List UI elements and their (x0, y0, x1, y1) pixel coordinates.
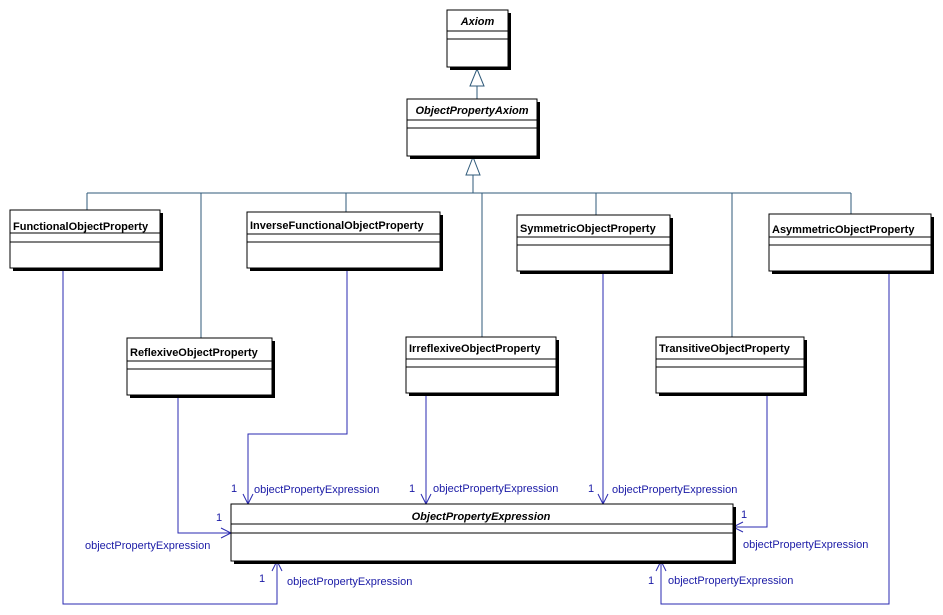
class-name: TransitiveObjectProperty (659, 343, 791, 355)
class-asymmetric-object-property[interactable]: AsymmetricObjectProperty (768, 213, 934, 274)
class-name: FunctionalObjectProperty (13, 221, 149, 233)
multiplicity-label: 1 (648, 575, 654, 587)
class-symmetric-object-property[interactable]: SymmetricObjectProperty (516, 214, 673, 274)
class-axiom[interactable]: Axiom (446, 9, 511, 70)
role-name-label: objectPropertyExpression (85, 540, 210, 552)
role-name-label: objectPropertyExpression (433, 483, 558, 495)
multiplicity-label: 1 (231, 483, 237, 495)
class-transitive-object-property[interactable]: TransitiveObjectProperty (655, 336, 807, 396)
multiplicity-label: 1 (588, 483, 594, 495)
role-name-label: objectPropertyExpression (743, 539, 868, 551)
class-reflexive-object-property[interactable]: ReflexiveObjectProperty (126, 337, 275, 398)
class-irreflexive-object-property[interactable]: IrreflexiveObjectProperty (405, 336, 559, 396)
class-object-property-axiom[interactable]: ObjectPropertyAxiom (406, 98, 540, 159)
multiplicity-label: 1 (741, 509, 747, 521)
generalization-edges (86, 67, 852, 338)
class-object-property-expression[interactable]: ObjectPropertyExpression (230, 503, 736, 564)
multiplicity-label: 1 (216, 512, 222, 524)
generalization-arrowhead (465, 155, 481, 176)
class-functional-object-property[interactable]: FunctionalObjectProperty (9, 209, 163, 271)
generalization-arrowhead (469, 67, 485, 87)
role-name-label: objectPropertyExpression (612, 484, 737, 496)
association-edges (62, 270, 890, 605)
multiplicity-label: 1 (409, 483, 415, 495)
class-name: ObjectPropertyExpression (412, 511, 551, 523)
class-name: ReflexiveObjectProperty (130, 347, 259, 359)
class-name: SymmetricObjectProperty (520, 223, 657, 235)
role-name-label: objectPropertyExpression (254, 484, 379, 496)
class-name: Axiom (460, 16, 495, 28)
class-name: InverseFunctionalObjectProperty (250, 220, 424, 232)
class-name: IrreflexiveObjectProperty (409, 343, 541, 355)
association-labels: 1 objectPropertyExpression 1 objectPrope… (85, 483, 868, 588)
class-inverse-functional-object-property[interactable]: InverseFunctionalObjectProperty (246, 211, 443, 271)
role-name-label: objectPropertyExpression (668, 575, 793, 587)
class-name: ObjectPropertyAxiom (415, 105, 528, 117)
multiplicity-label: 1 (259, 573, 265, 585)
role-name-label: objectPropertyExpression (287, 576, 412, 588)
class-name: AsymmetricObjectProperty (772, 224, 915, 236)
